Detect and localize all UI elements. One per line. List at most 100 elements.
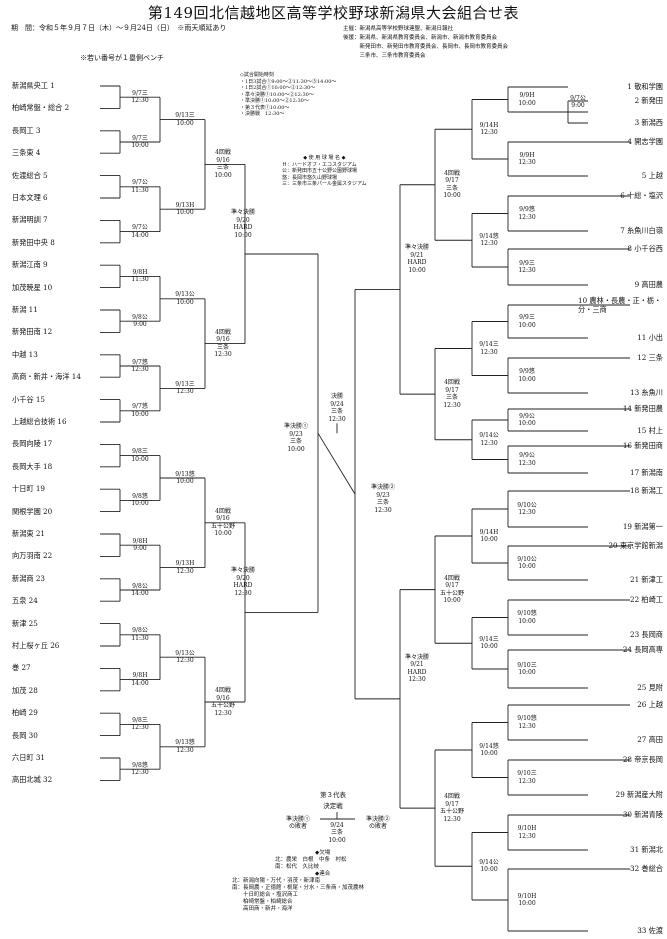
team-right: 29 新潟産大附 xyxy=(615,790,663,799)
team-left: 五泉 24 xyxy=(12,596,38,606)
combined-line: 南：長岡農・正徳館・栃尾・分水・三条商・加茂農林 xyxy=(232,885,365,891)
team-left: 三条東 4 xyxy=(12,148,41,158)
start-times-line: ・1日3試合①9:00～②11:30～③14:00～ xyxy=(240,78,337,85)
team-right: 33 佐渡 xyxy=(637,926,663,935)
forfeit-info: ◆欠場 北：農栄 白根 中条 村松 南：松代 久比岐 ◆連合 xyxy=(275,850,347,878)
start-times-line: ・準決勝①10:00～②12:30～ xyxy=(240,98,309,104)
team-left: 向万羽南 22 xyxy=(12,551,53,561)
team-right: 17 新潟南 xyxy=(630,468,663,477)
team-right: 3 新潟西 xyxy=(634,118,663,127)
combined-line: 高田商・新井・海洋 xyxy=(232,906,293,912)
team-right: 12 三条 xyxy=(637,353,663,362)
organizer-line: 三条市、三条市教育委員会 xyxy=(343,53,426,59)
team-right: 5 上越 xyxy=(641,171,663,180)
venue-line: 公：新発田市五十公野公園野球場 xyxy=(282,168,358,174)
team-left: 新発田中央 8 xyxy=(12,237,55,247)
team-right: 7 糸魚川白嶺 xyxy=(620,226,663,235)
forfeit-line: 南：松代 久比岐 xyxy=(275,864,320,870)
organizer-info: 主催：新潟県高等学校野球連盟、新潟日報社 後援：新潟県、新潟県教育委員会、新潟市… xyxy=(343,25,508,61)
team-right: 19 新潟第一 xyxy=(622,522,663,531)
team-left: 長岡大手 18 xyxy=(12,461,53,471)
team-right: 28 帝京長岡 xyxy=(622,755,663,764)
team-right: 20 東京学館新潟 xyxy=(608,541,663,550)
combined-info: 北：新潟向陽・万代・羽茂・新津南 南：長岡農・正徳館・栃尾・分水・三条商・加茂農… xyxy=(232,878,364,913)
organizer-line: 新発田市、新発田市教育委員会、長岡市、長岡市教育委員会 xyxy=(343,44,509,50)
team-left: 新潟 11 xyxy=(12,305,38,314)
team-left: 巻 27 xyxy=(12,663,31,673)
team-right: 22 柏崎工 xyxy=(630,595,663,604)
combined-line: 十日町総合・塩沢商工 xyxy=(232,892,299,898)
venue-line: 三：三条市三条パール金属スタジアム xyxy=(282,181,367,187)
combined-head: ◆連合 xyxy=(315,871,331,877)
team-right: 31 新潟北 xyxy=(630,845,663,854)
team-left: 新潟県央工 1 xyxy=(12,81,55,90)
team-right: 21 新津工 xyxy=(630,575,663,584)
team-right: 14 新発田農 xyxy=(622,404,663,413)
team-right: 13 糸魚川 xyxy=(630,388,663,397)
team-left: 柏崎常盤・総合 2 xyxy=(12,103,70,113)
forfeit-head: ◆欠場 xyxy=(315,850,331,856)
team-left: 新潟商 23 xyxy=(12,573,45,583)
start-times-line: ・準々決勝①10:00～②12:30～ xyxy=(240,91,314,98)
team-right: 8 小千谷西 xyxy=(627,244,663,253)
team-right: 18 新潟工 xyxy=(630,486,663,495)
start-times: ◇試合開始時刻 ・1日3試合①9:00～②11:30～③14:00～ ・1日2試… xyxy=(240,72,336,118)
venue-head: ◆ 使 用 球 場 名 ◆ xyxy=(303,155,346,161)
venue-legend: ◆ 使 用 球 場 名 ◆ Ｈ：ハードオフ・エコスタジアム 公：新発田市五十公野… xyxy=(282,155,367,188)
team-left: 日本文理 6 xyxy=(12,193,48,202)
team-right: 15 村上 xyxy=(637,426,663,435)
team-left: 村上桜ヶ丘 26 xyxy=(12,641,60,650)
organizer-line: 主催：新潟県高等学校野球連盟、新潟日報社 xyxy=(343,26,454,32)
team-left: 新発田南 12 xyxy=(12,327,53,337)
team-left: 六日町 31 xyxy=(12,753,45,762)
team-right: 4 開志学園 xyxy=(627,137,663,146)
team-right: 9 高田農 xyxy=(634,280,663,289)
start-times-line: ・第３代表①10:00～ xyxy=(240,104,290,111)
venue-line: 悠：長岡市悠久山野球場 xyxy=(282,174,338,181)
combined-line: 柏崎常盤・柏崎総合 xyxy=(232,899,293,905)
team-left: 新潟明訓 7 xyxy=(12,215,48,225)
third-title: 決定戦 xyxy=(323,802,343,810)
